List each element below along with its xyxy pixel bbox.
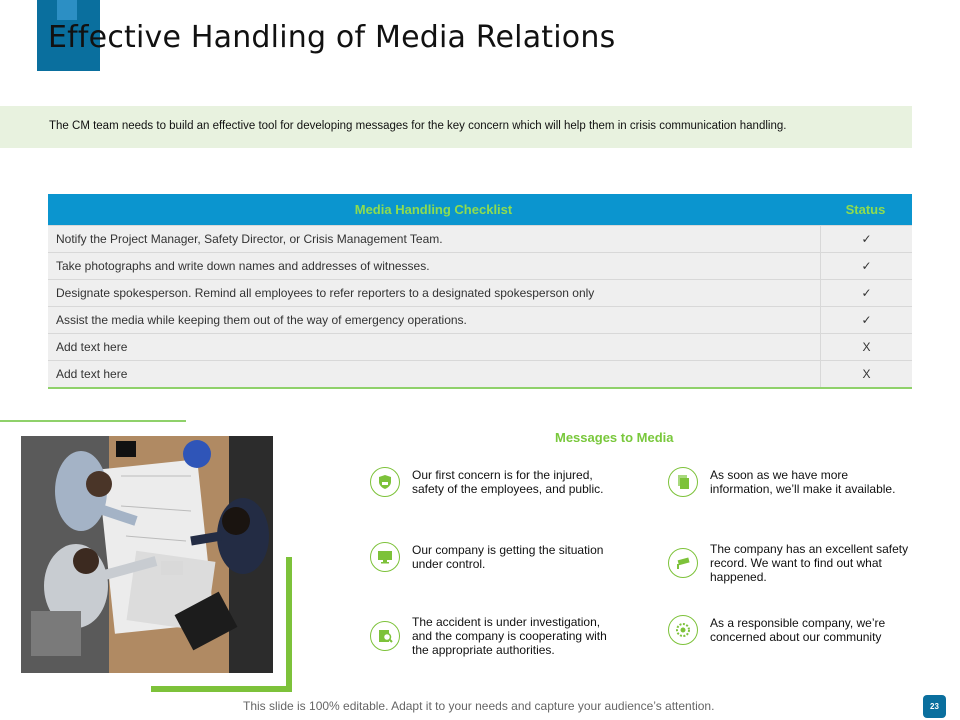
media-message-text: Our first concern is for the injured, sa… — [412, 468, 604, 496]
media-message: As a responsible company, we’re concerne… — [668, 615, 910, 645]
table-row: Add text here X — [48, 333, 912, 360]
media-message: Our company is getting the situation und… — [370, 542, 612, 572]
media-message: Our first concern is for the injured, sa… — [370, 467, 612, 497]
community-icon — [668, 615, 698, 645]
monitor-icon — [370, 542, 400, 572]
checklist-status: ✓ — [861, 259, 872, 273]
checklist-header-status: Status — [845, 202, 886, 217]
messages-to-media-title: Messages to Media — [555, 430, 674, 445]
checklist-header-main: Media Handling Checklist — [354, 202, 513, 217]
documents-icon — [668, 467, 698, 497]
table-row: Notify the Project Manager, Safety Direc… — [48, 225, 912, 252]
checklist-item: Assist the media while keeping them out … — [48, 307, 821, 333]
checklist-item: Add text here — [48, 361, 821, 387]
checklist-status: ✓ — [861, 313, 872, 327]
checklist-item: Notify the Project Manager, Safety Direc… — [48, 226, 821, 252]
checklist-item: Add text here — [48, 334, 821, 360]
media-message-text: Our company is getting the situation und… — [412, 543, 604, 571]
shield-hand-icon — [370, 467, 400, 497]
intro-banner: The CM team needs to build an effective … — [0, 106, 912, 148]
title-accent-inner — [57, 0, 77, 20]
media-message-text: The accident is under investigation, and… — [412, 615, 607, 657]
media-message-text: As a responsible company, we’re concerne… — [710, 616, 886, 644]
search-document-icon — [370, 621, 400, 651]
checklist-status: X — [862, 367, 871, 381]
checklist-status: X — [862, 340, 871, 354]
table-row: Assist the media while keeping them out … — [48, 306, 912, 333]
media-message-text: As soon as we have more information, we’… — [710, 468, 896, 496]
table-row: Take photographs and write down names an… — [48, 252, 912, 279]
checklist-item: Designate spokesperson. Remind all emplo… — [48, 280, 821, 306]
media-message: The company has an excellent safety reco… — [668, 542, 910, 584]
intro-banner-text: The CM team needs to build an effective … — [49, 120, 787, 132]
page-number-badge: 23 — [923, 695, 946, 718]
table-row: Add text here X — [48, 360, 912, 387]
checklist-header-row: Media Handling Checklist Status — [48, 194, 912, 225]
media-message-text: The company has an excellent safety reco… — [710, 542, 909, 584]
slide-title: Effective Handling of Media Relations — [48, 20, 616, 55]
checklist-status: ✓ — [861, 286, 872, 300]
security-camera-icon — [668, 548, 698, 578]
team-meeting-photo — [21, 436, 273, 673]
checklist-item: Take photographs and write down names an… — [48, 253, 821, 279]
media-handling-checklist-table: Media Handling Checklist Status Notify t… — [48, 194, 912, 389]
media-message: As soon as we have more information, we’… — [668, 467, 910, 497]
table-row: Designate spokesperson. Remind all emplo… — [48, 279, 912, 306]
decorative-green-line — [0, 420, 186, 422]
checklist-status: ✓ — [861, 232, 872, 246]
slide-footer: This slide is 100% editable. Adapt it to… — [243, 699, 715, 713]
media-message: The accident is under investigation, and… — [370, 615, 612, 657]
